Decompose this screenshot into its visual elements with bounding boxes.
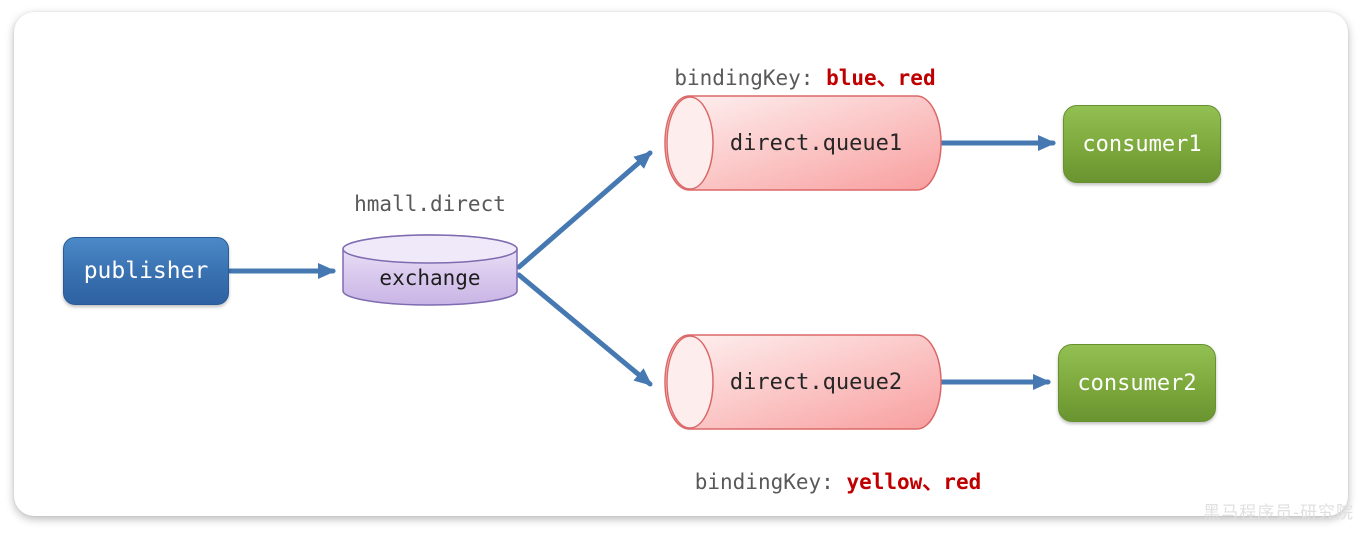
queue1-label: direct.queue1	[729, 130, 903, 156]
queue2-label: direct.queue2	[729, 369, 903, 395]
binding-key-queue1: bindingKey: blue、red	[650, 62, 960, 92]
exchange-name-label: hmall.direct	[354, 192, 506, 216]
binding-key-prefix: bindingKey:	[674, 66, 827, 90]
queue2-node: direct.queue2	[664, 334, 942, 430]
consumer1-label: consumer1	[1082, 131, 1202, 157]
queue1-cylinder-shape	[664, 95, 942, 191]
publisher-node: publisher	[63, 237, 229, 305]
binding-key-values: yellow、red	[846, 470, 982, 494]
consumer1-node: consumer1	[1063, 105, 1221, 183]
publisher-label: publisher	[83, 258, 209, 284]
diagram-panel	[14, 12, 1348, 516]
queue1-node: direct.queue1	[664, 95, 942, 191]
exchange-cylinder-shape	[342, 234, 518, 306]
consumer2-label: consumer2	[1077, 370, 1197, 396]
exchange-node: exchange	[342, 234, 518, 306]
exchange-label: exchange	[379, 266, 481, 290]
consumer2-node: consumer2	[1058, 344, 1216, 422]
binding-key-prefix: bindingKey:	[694, 470, 847, 494]
binding-key-values: blue、red	[826, 66, 936, 90]
watermark-text: 黑马程序员-研究院	[1203, 503, 1354, 523]
queue2-cylinder-shape	[664, 334, 942, 430]
binding-key-queue2: bindingKey: yellow、red	[668, 466, 1008, 496]
